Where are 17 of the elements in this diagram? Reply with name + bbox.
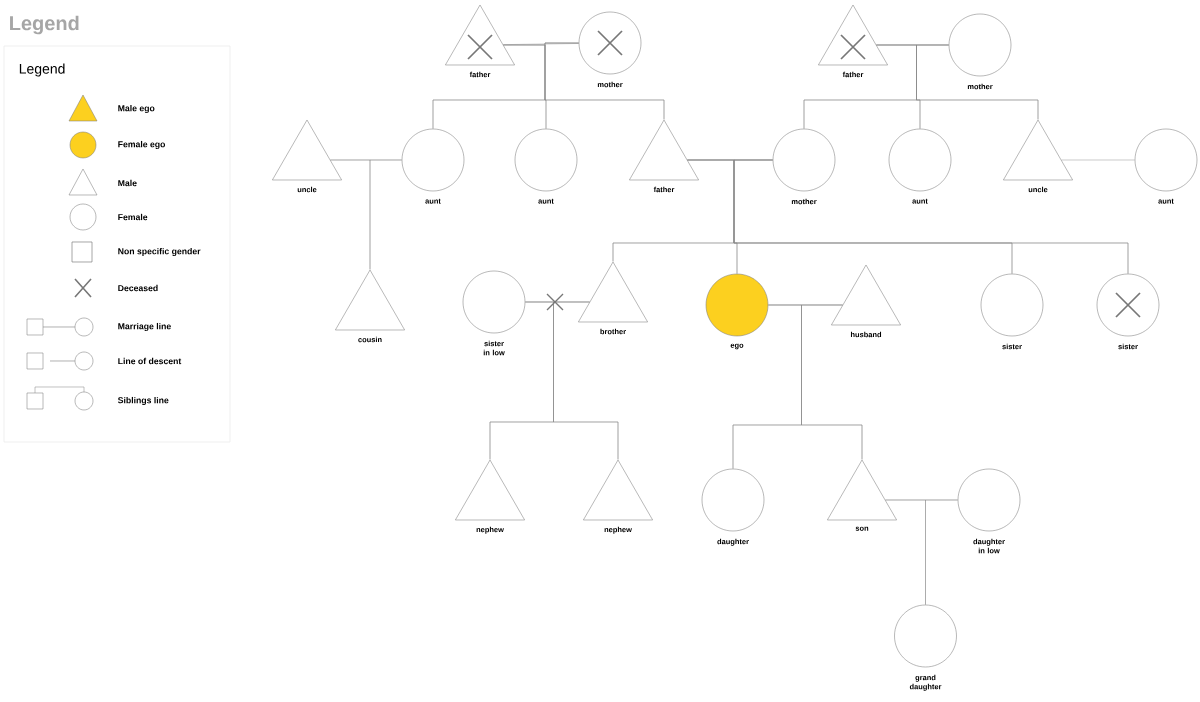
legend-text: Deceased [118,284,158,292]
legend-text: Female [118,213,148,221]
legend-text: Siblings line [117,396,169,406]
descent-line [925,499,958,605]
descent-line [553,301,619,460]
descent-line [801,304,863,460]
legend-text: Female ego [118,140,166,150]
legend-heading: Legend [19,63,65,77]
legend-text: Line of descent [118,357,182,365]
legend-text: Male [118,179,137,187]
legend-title: Legend [10,15,79,35]
legend-text: Male ego [118,104,155,114]
legend-text: Marriage line [118,322,171,332]
descent-line [544,42,665,120]
descent-line [369,159,402,270]
legend-text: Non specific gender [118,247,201,257]
descent-line [916,44,1039,120]
